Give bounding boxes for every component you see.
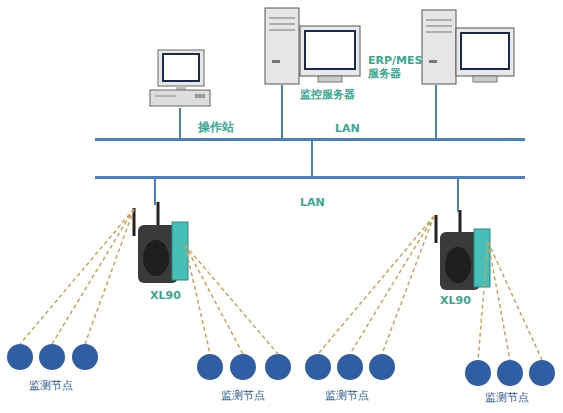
wireless-link: [478, 242, 542, 360]
xl90-gateway: XL90: [128, 205, 188, 285]
wireless-link: [318, 216, 434, 354]
network-cable: [435, 85, 437, 138]
sensor-group: 监测节点: [5, 343, 100, 371]
network-cable: [457, 179, 459, 212]
lan-bus: LAN: [95, 176, 525, 179]
desktop-computer: [150, 50, 210, 106]
node-label: 操作站: [198, 120, 234, 134]
sensor-group: 监测节点: [463, 359, 558, 387]
wireless-link: [185, 245, 278, 354]
node-label: LAN: [300, 196, 325, 209]
wireless-link: [20, 209, 134, 344]
sensor-group: 监测节点: [195, 353, 293, 381]
wireless-gateway: [134, 202, 188, 283]
node-label: ERP/MES 服务器: [368, 54, 420, 80]
lan-bus: LAN: [95, 138, 525, 141]
operator-station: 操作站: [150, 48, 212, 108]
node-label: 监控服务器: [300, 88, 355, 101]
network-cable: [281, 85, 283, 138]
network-cable: [311, 141, 313, 176]
monitor-server: 监控服务器: [262, 5, 362, 85]
sensor-group: 监测节点: [303, 353, 398, 381]
network-cable: [154, 179, 156, 205]
node-label: 监测节点: [29, 379, 73, 392]
server-computer: [265, 8, 360, 84]
node-label: 监测节点: [221, 389, 265, 402]
node-label: XL90: [440, 294, 471, 307]
sensor-circles: [7, 344, 555, 386]
xl90-gateway: XL90: [430, 212, 492, 292]
erp-mes-server: ERP/MES 服务器: [420, 8, 515, 85]
network-cable: [179, 108, 181, 138]
node-label: XL90: [150, 289, 181, 302]
node-label: 监测节点: [325, 389, 369, 402]
wireless-gateway: [436, 210, 490, 290]
node-label: 监测节点: [485, 391, 529, 404]
node-label: LAN: [335, 122, 360, 135]
server-computer: [422, 10, 514, 84]
